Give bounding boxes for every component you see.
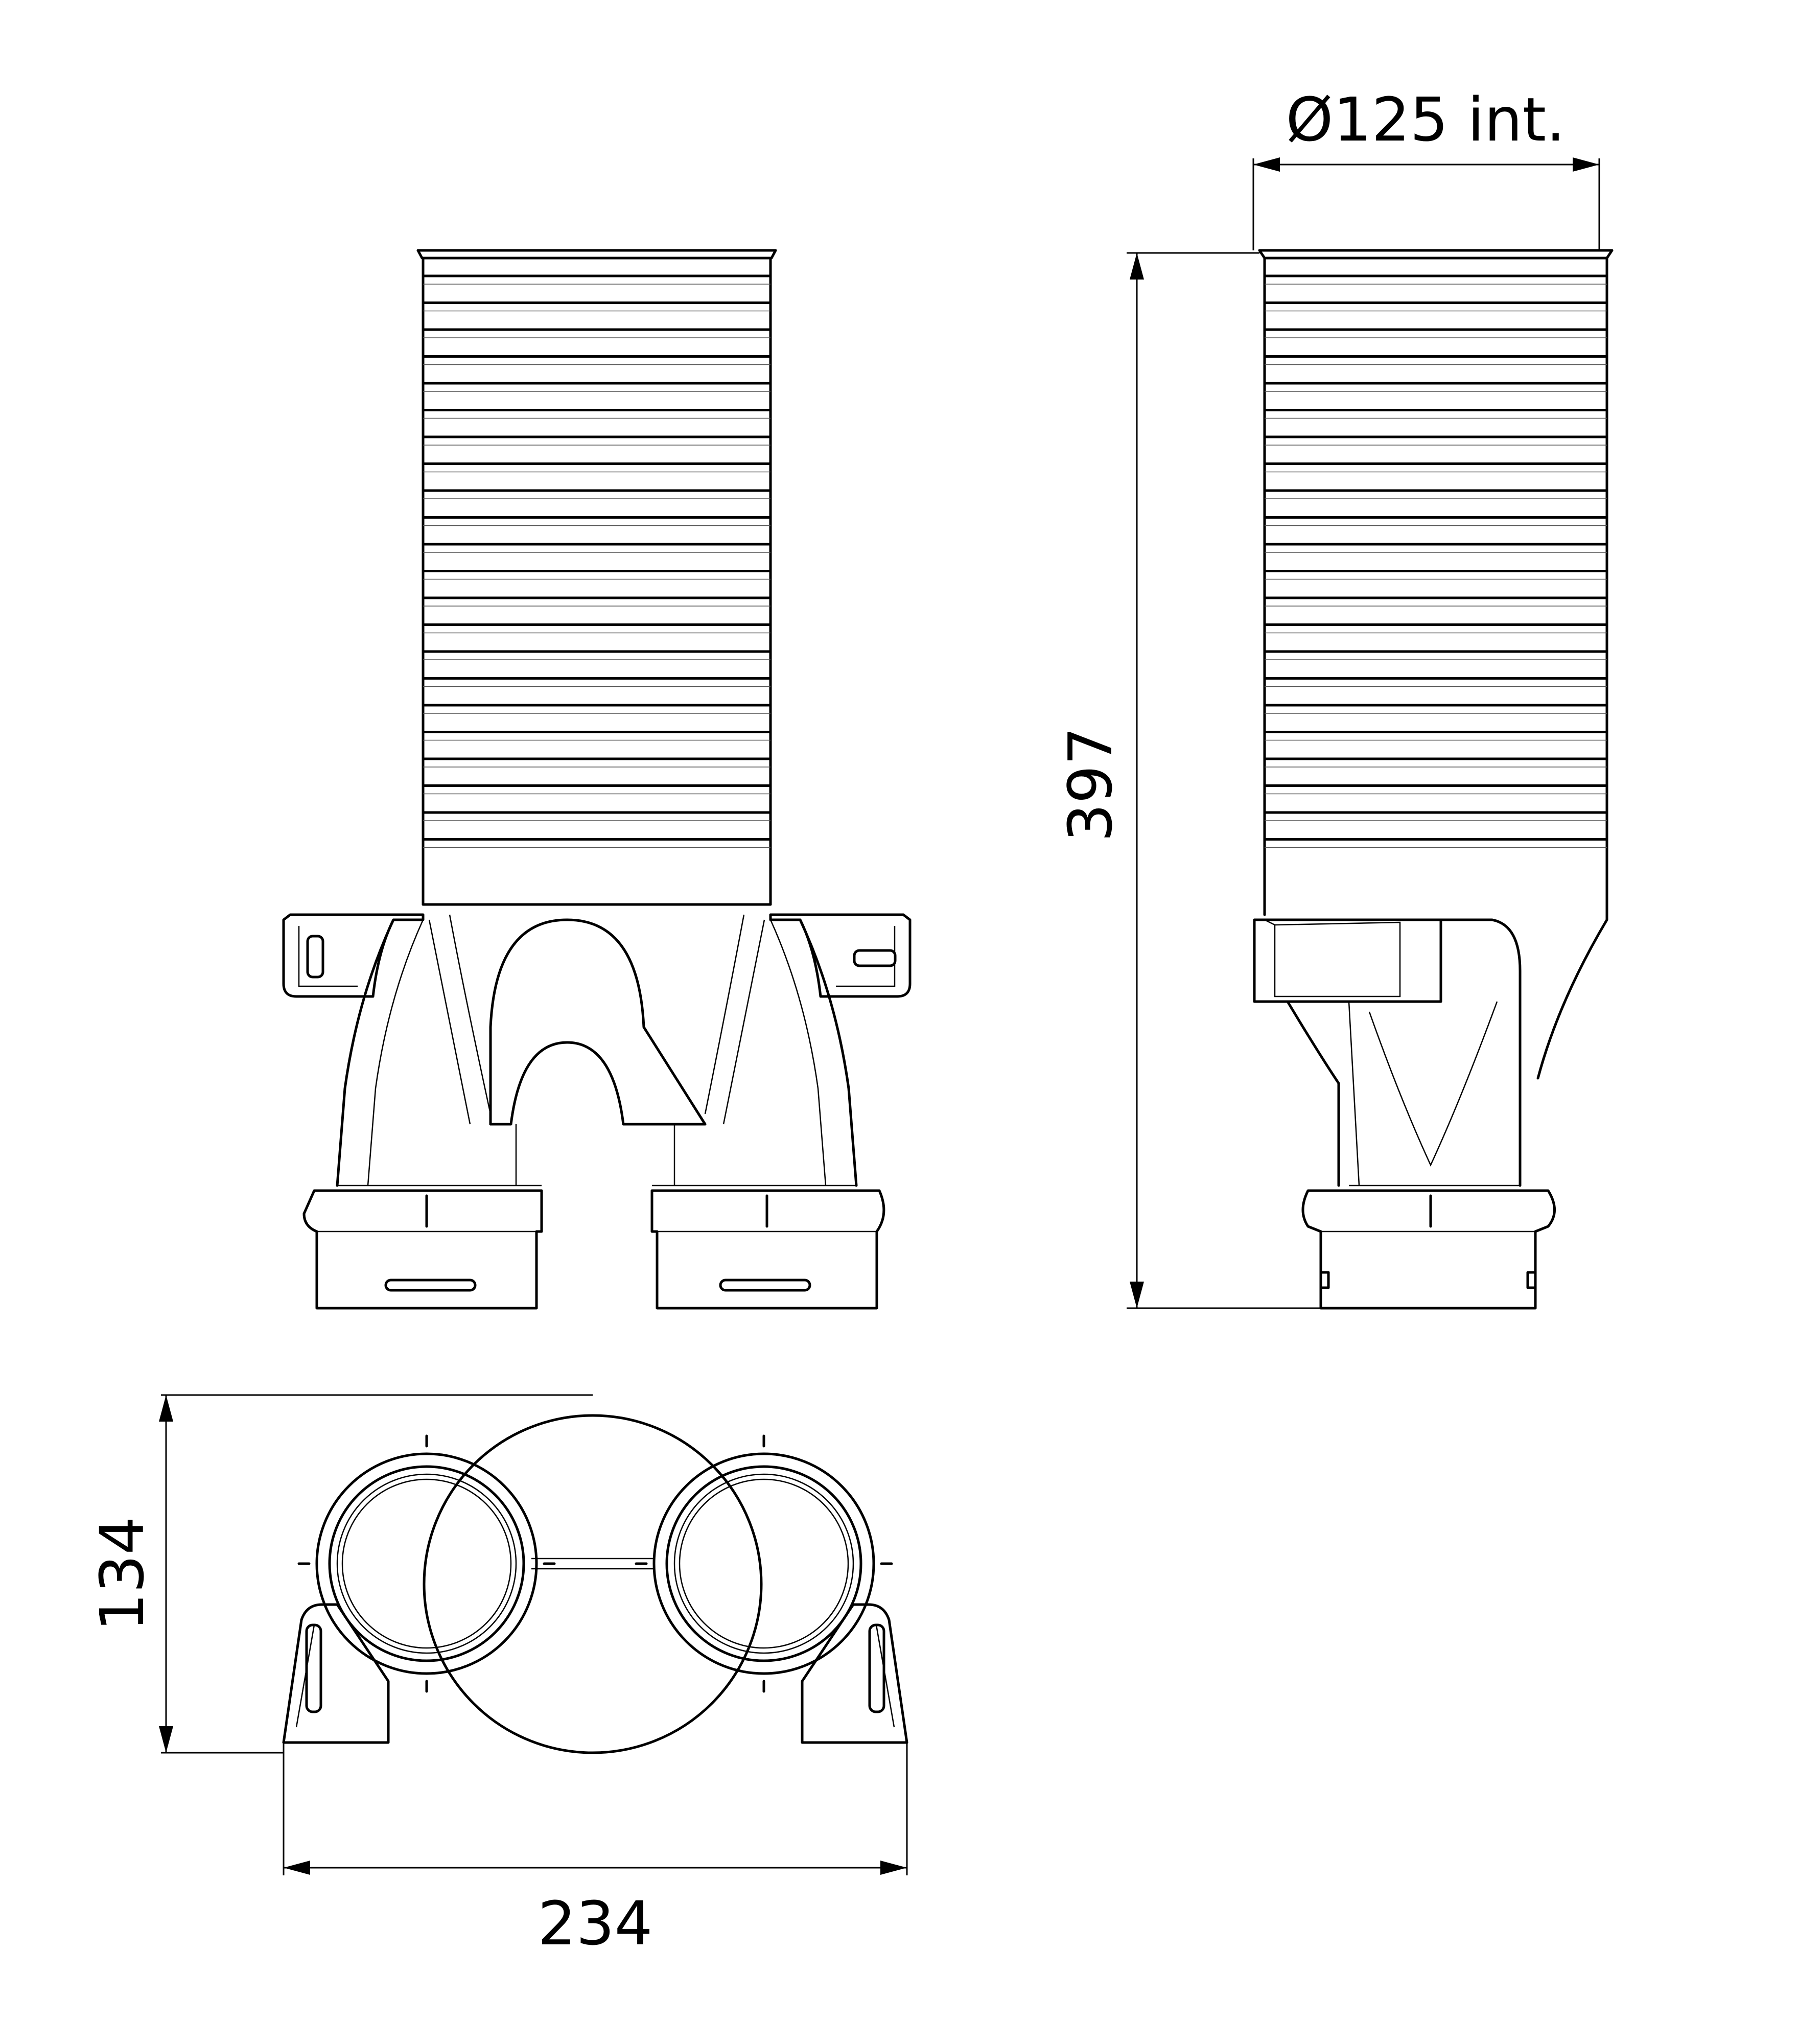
side-tube-ribs <box>1263 274 1608 848</box>
front-view <box>282 249 912 1310</box>
front-tube-ribs <box>422 274 772 848</box>
width-label: 234 <box>538 1888 652 1959</box>
diameter-dimension: Ø125 int. <box>1252 84 1600 250</box>
top-view <box>282 1414 908 1754</box>
height-label: 397 <box>1055 727 1126 842</box>
depth-dimension: 134 <box>87 1394 593 1754</box>
depth-label: 134 <box>87 1516 157 1631</box>
side-view <box>1253 249 1614 1310</box>
diameter-label: Ø125 int. <box>1286 84 1566 155</box>
width-dimension: 234 <box>283 1743 908 1959</box>
height-dimension: 397 <box>1055 252 1323 1309</box>
